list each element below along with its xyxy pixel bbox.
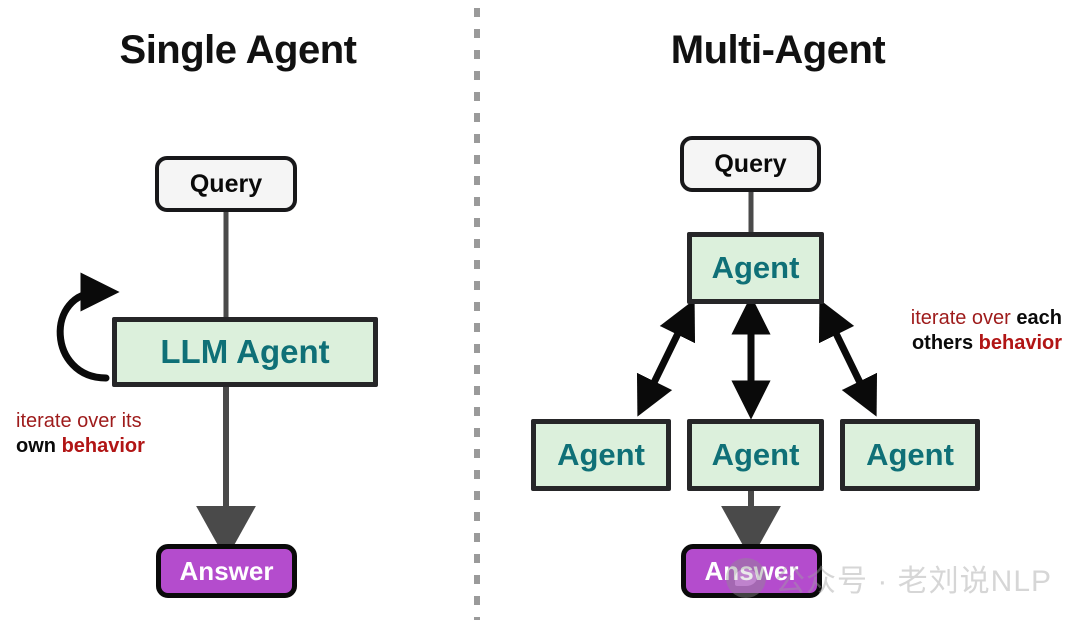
- annotation-multi-text-behavior: behavior: [978, 332, 1062, 354]
- annotation-single-line-2: own behavior: [16, 434, 145, 459]
- annotation-multi-text-iterate-over: iterate over: [910, 307, 1011, 329]
- annotation-multi-text-each: each: [1016, 307, 1062, 329]
- node-agent-top: Agent: [687, 232, 824, 304]
- annotation-multi-text-others: others: [911, 332, 974, 354]
- panel-title-single-agent: Single Agent: [119, 28, 357, 72]
- annotation-single-text-own: own: [16, 435, 56, 457]
- annotation-single-agent: iterate over its own behavior: [16, 409, 145, 459]
- node-agent-left: Agent: [531, 419, 671, 491]
- node-answer-multi: Answer: [681, 544, 822, 598]
- arrow-agent-top-to-agent-left: [636, 299, 696, 417]
- panel-title-multi-agent: Multi-Agent: [670, 28, 886, 72]
- arrow-agent-top-to-agent-right: [818, 299, 878, 417]
- self-loop-arrow: [56, 272, 120, 382]
- annotation-single-text-behavior: behavior: [61, 435, 145, 457]
- node-agent-center: Agent: [687, 419, 824, 491]
- annotation-multi-line-1: iterate over each: [872, 306, 1062, 331]
- annotation-multi-line-2: others behavior: [872, 331, 1062, 356]
- node-agent-right: Agent: [840, 419, 980, 491]
- node-answer-single: Answer: [156, 544, 297, 598]
- node-query-single: Query: [155, 156, 297, 212]
- node-llm-agent: LLM Agent: [112, 317, 378, 387]
- node-query-multi: Query: [680, 136, 821, 192]
- annotation-multi-agent: iterate over each others behavior: [872, 306, 1062, 356]
- annotation-single-text-iterate: iterate over its: [16, 410, 142, 432]
- annotation-single-line-1: iterate over its: [16, 409, 145, 434]
